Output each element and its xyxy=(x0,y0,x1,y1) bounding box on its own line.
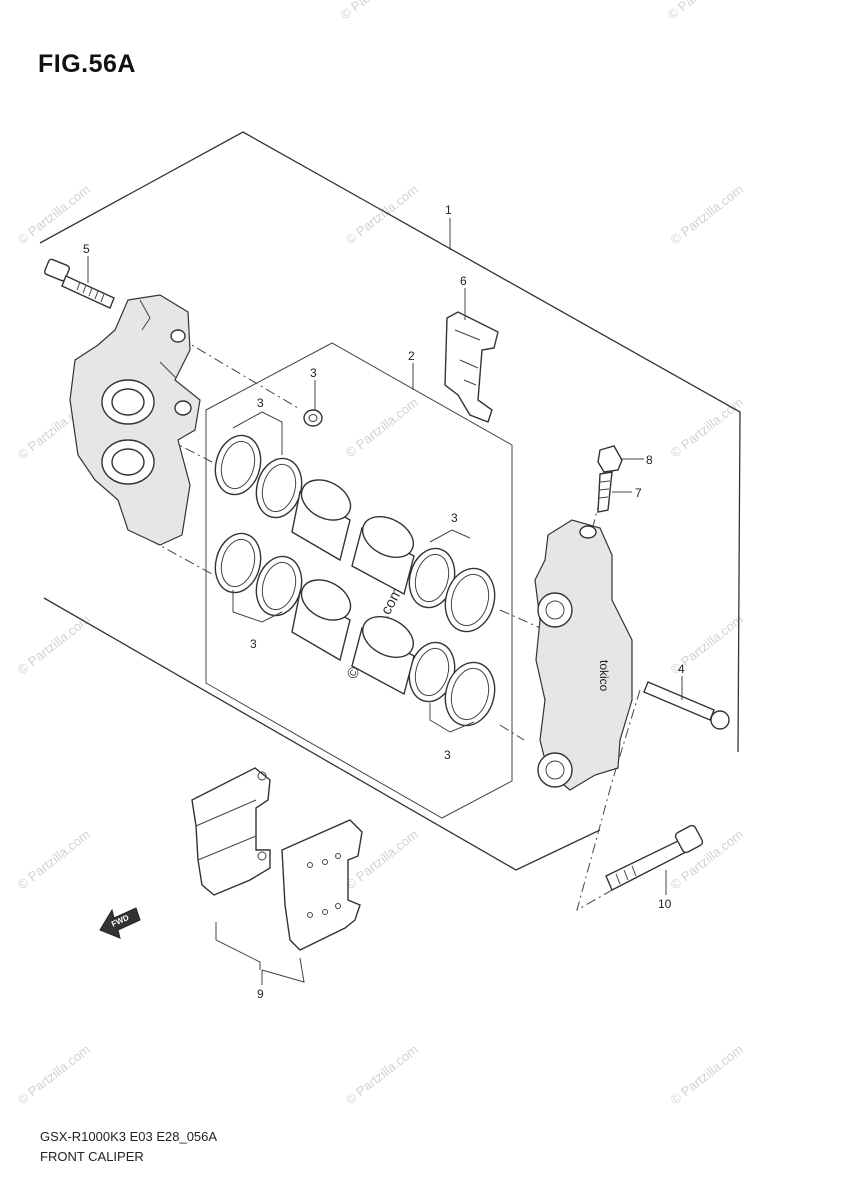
watermark: © Partzilla.com xyxy=(668,395,746,461)
watermark: © Partzilla.com xyxy=(668,182,746,248)
leader-lines xyxy=(87,218,683,985)
figure-title: FIG.56A xyxy=(38,50,136,78)
forward-direction-arrow: FWD xyxy=(99,907,141,939)
watermark: © Partzilla.com xyxy=(15,827,93,893)
callout-3: 3 xyxy=(250,637,257,651)
watermark: © Partzilla.com xyxy=(15,1042,93,1108)
callout-3: 3 xyxy=(257,396,264,410)
bleeder-valve-part-7 xyxy=(597,471,613,513)
callout-4: 4 xyxy=(678,662,685,676)
figure-caption: FRONT CALIPER xyxy=(40,1149,144,1164)
watermark: © Partzilla.com xyxy=(343,395,421,461)
bleeder-cap-part-8 xyxy=(597,445,623,473)
watermark: © Partzilla.com xyxy=(338,0,416,22)
callout-10: 10 xyxy=(658,897,672,911)
caliper-inner-half xyxy=(69,294,201,546)
piston-kit-outline xyxy=(205,342,513,819)
watermark: © Partzilla.com xyxy=(343,182,421,248)
watermark: © Partzilla.com xyxy=(15,612,93,678)
washer-part-3 xyxy=(303,409,323,427)
assembly-outline xyxy=(39,131,741,871)
callout-2: 2 xyxy=(408,349,415,363)
watermark: © Partzilla.com xyxy=(665,0,743,22)
watermark: © Partzilla.com xyxy=(668,1042,746,1108)
figure-footer: GSX-R1000K3 E03 E28_056A FRONT CALIPER xyxy=(40,1127,217,1167)
callout-5: 5 xyxy=(83,242,90,256)
brake-pads-part-9 xyxy=(191,767,363,951)
model-code: GSX-R1000K3 E03 E28_056A xyxy=(40,1129,218,1144)
callout-9: 9 xyxy=(257,987,264,1001)
pad-pin-part-4 xyxy=(643,681,730,730)
callout-6: 6 xyxy=(460,274,467,288)
pistons xyxy=(291,479,415,696)
watermark: © Partzilla.com xyxy=(343,1042,421,1108)
caliper-outer-half: tokico xyxy=(534,519,633,791)
callout-8: 8 xyxy=(646,453,653,467)
piston-seals-part-3 xyxy=(214,434,496,727)
callout-7: 7 xyxy=(635,486,642,500)
callout-1: 1 xyxy=(445,203,452,217)
caliper-bolt-part-5 xyxy=(44,258,115,309)
callout-numbers: 1 2 3 3 3 3 3 4 5 6 7 8 9 10 xyxy=(83,203,685,1001)
caliper-bolt-part-10 xyxy=(605,824,704,891)
pad-spring-part-6 xyxy=(444,311,499,423)
callout-3: 3 xyxy=(451,511,458,525)
callout-3: 3 xyxy=(310,366,317,380)
callout-3: 3 xyxy=(444,748,451,762)
caliper-brand-mark: tokico xyxy=(597,660,611,692)
watermark: © Partzilla.com xyxy=(15,182,93,248)
